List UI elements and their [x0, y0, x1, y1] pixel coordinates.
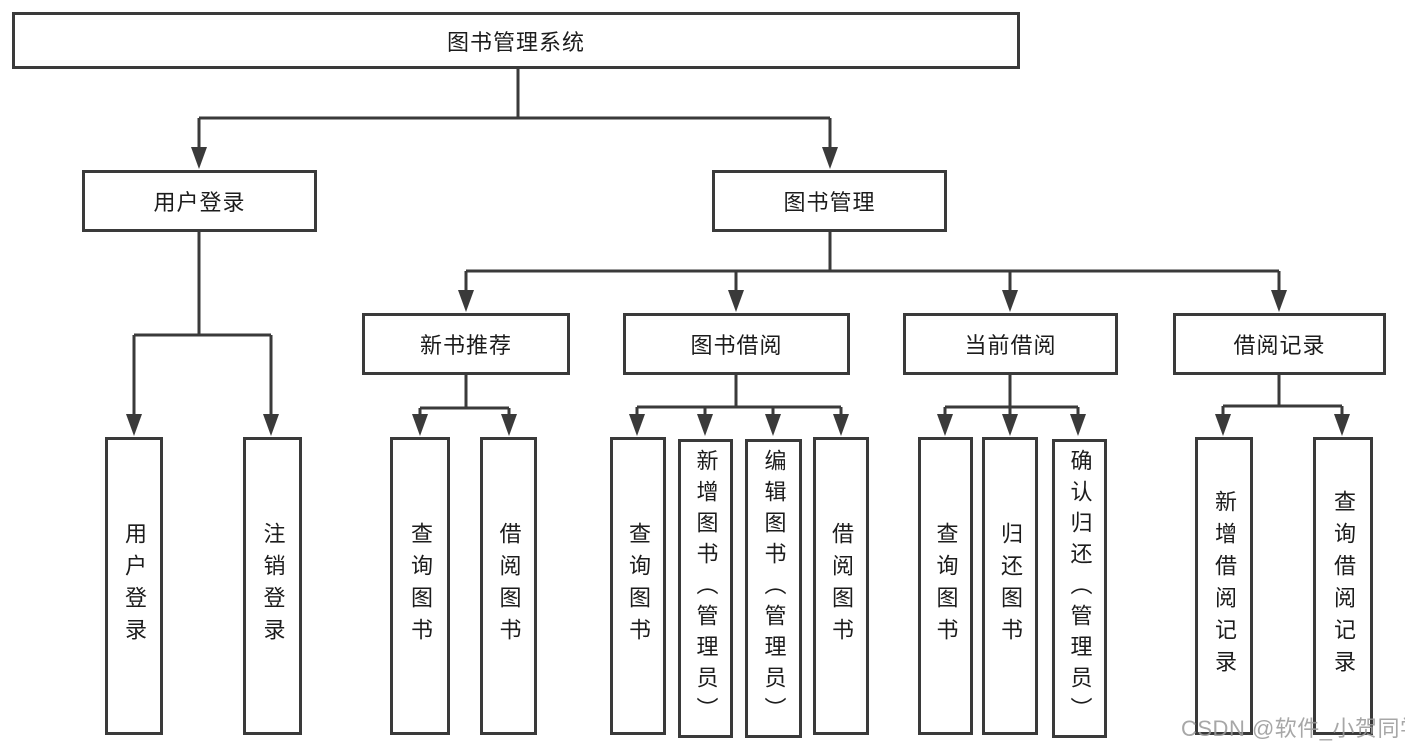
connector-borrowing-records-to-leaves	[1215, 375, 1350, 436]
leaf-confirm-return-admin: 确认归还（管理员）	[1052, 439, 1107, 738]
leaf-return-books: 归还图书	[982, 437, 1038, 735]
node-book-management: 图书管理	[712, 170, 947, 232]
connector-book-borrowing-to-leaves	[629, 375, 849, 436]
leaf-query-books-recommend: 查询图书	[390, 437, 450, 735]
node-user-login: 用户登录	[82, 170, 317, 232]
csdn-watermark: CSDN @软件_小贺同学	[1181, 716, 1405, 741]
node-new-book-recommendation: 新书推荐	[362, 313, 570, 375]
leaf-borrow-books: 借阅图书	[813, 437, 869, 735]
leaf-add-borrow-record: 新增借阅记录	[1195, 437, 1253, 735]
leaf-borrow-books-recommend: 借阅图书	[480, 437, 537, 735]
leaf-query-borrow-record: 查询借阅记录	[1313, 437, 1373, 735]
node-library-management-system: 图书管理系统	[12, 12, 1020, 69]
leaf-query-books-borrowing: 查询图书	[610, 437, 666, 735]
node-borrowing-records: 借阅记录	[1173, 313, 1386, 375]
leaf-add-books-admin: 新增图书（管理员）	[678, 439, 733, 738]
leaf-edit-books-admin: 编辑图书（管理员）	[745, 439, 802, 738]
leaf-query-books-current: 查询图书	[918, 437, 973, 735]
connector-root-to-level2	[191, 69, 838, 169]
connector-book-management-to-level3	[458, 232, 1287, 312]
leaf-user-login: 用户登录	[105, 437, 163, 735]
node-book-borrowing: 图书借阅	[623, 313, 850, 375]
leaf-logout: 注销登录	[243, 437, 302, 735]
connector-current-borrowing-to-leaves	[937, 375, 1086, 436]
connector-new-book-recommend-to-leaves	[412, 375, 517, 436]
connector-user-login-to-leaves	[126, 232, 279, 436]
node-current-borrowing: 当前借阅	[903, 313, 1118, 375]
